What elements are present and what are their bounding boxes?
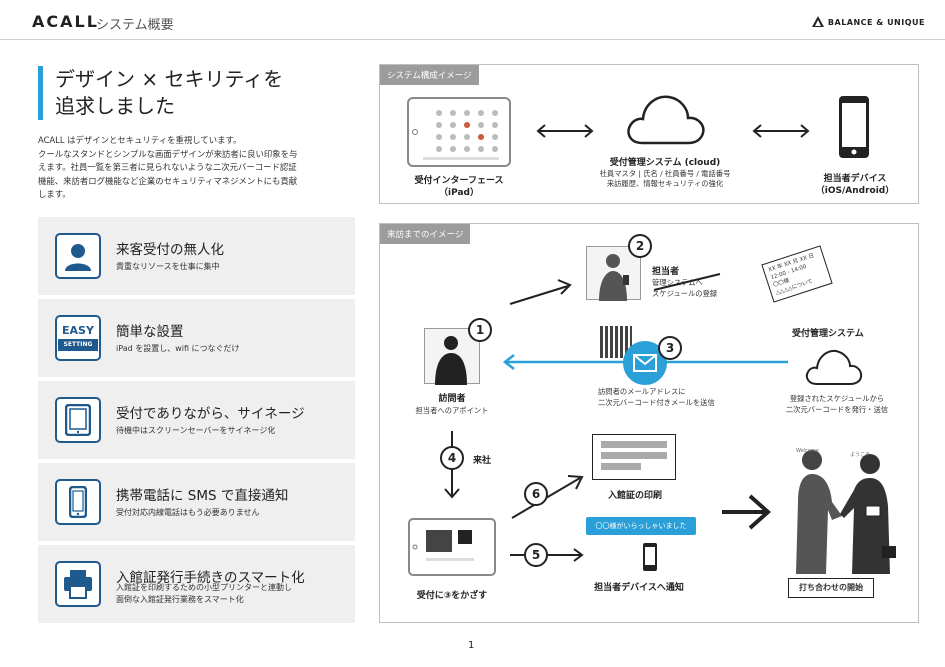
staff-title: 担当者: [652, 267, 680, 277]
ipad-screen-icon: [412, 110, 499, 160]
feature-pass-printing: 入館証発行手続きのスマート化 入館証を印刷するための小型プリンターと連動し 面倒…: [38, 545, 355, 623]
visit-flow-panel: 来訪までのイメージ 2 担当者 管理システムへ スケジュールの登録 XX 年 X…: [379, 223, 919, 623]
cloud-desc: 社員マスタ | 氏名 / 社員番号 / 電話番号: [599, 169, 731, 178]
visitor-title: 訪問者: [438, 394, 466, 404]
staff-person-icon: [599, 254, 629, 301]
feature-desc: 貴重なリソースを仕事に集中: [116, 262, 220, 271]
reception-ipad: [408, 518, 496, 576]
pass-printout: [592, 434, 676, 480]
printer-icon: [55, 561, 101, 607]
panel-tag: システム構成イメージ: [380, 65, 479, 85]
easy-setting-icon: EASY SETTING: [55, 315, 101, 361]
smartphone-icon: [55, 479, 101, 525]
intro-line: します。: [38, 189, 71, 199]
intro-text: ACALL はデザインとセキュリティを重視しています。 クールなスタンドとシンプ…: [38, 134, 356, 202]
handshake-people-icon: [796, 450, 896, 574]
feature-sms: 携帯電話に SMS で直接通知 受付対応内線電話はもう必要ありません: [38, 463, 355, 541]
brand-mark: BALANCE & UNIQUE: [811, 16, 925, 28]
mail-desc: 訪問者のメールアドレスに: [598, 387, 686, 396]
feature-title: 簡単な設置: [116, 324, 184, 340]
feature-title: 来客受付の無人化: [116, 242, 224, 258]
visitor-person-icon: [435, 336, 467, 385]
intro-line: クールなスタンドとシンプルな画面デザインが来訪者に良い印象を与: [38, 148, 298, 159]
intro-line: えます。社員一覧を第三者に見られないような二次元バーコード認証: [38, 162, 297, 172]
feature-desc: 入館証を印刷するための小型プリンターと連動し 面倒な入館証発行業務をスマート化: [116, 582, 292, 606]
arrow-line-icon: [509, 273, 721, 305]
double-arrow-icon: [536, 124, 594, 138]
arrow-line-icon: [511, 475, 584, 519]
feature-title: 携帯電話に SMS で直接通知: [116, 488, 289, 504]
pass-print-label: 入館証の印刷: [607, 491, 662, 501]
cloud-icon: [805, 349, 863, 385]
feature-easy-setup: EASY SETTING 簡単な設置 iPad を設置し、wifi につなぐだけ: [38, 299, 355, 377]
hero-heading: デザイン × セキリティを 追求しました: [38, 66, 283, 120]
visitor-desc: 担当者へのアポイント: [415, 406, 489, 415]
sign-text: ようこそ: [850, 452, 871, 458]
mail-desc: 二次元バーコード付きメールを送信: [598, 398, 715, 407]
staff-desc: 管理システムへ: [652, 278, 703, 287]
step-3-badge: 3: [658, 336, 682, 360]
step-4-badge: 4: [440, 446, 464, 470]
step-1-badge: 1: [468, 318, 492, 342]
panel-tag: 来訪までのイメージ: [380, 224, 471, 244]
system-desc: 登録されたスケジュールから: [789, 394, 885, 403]
arrive-label: 来社: [473, 456, 492, 466]
step-5-badge: 5: [524, 543, 548, 567]
setting-text: SETTING: [58, 339, 98, 351]
page-header: ACALL システム概要 BALANCE & UNIQUE: [0, 0, 945, 40]
balance-unique-icon: [811, 16, 824, 27]
cloud-icon: [627, 95, 705, 145]
hero-line-2: 追求しました: [55, 94, 175, 118]
header-title: システム概要: [96, 18, 174, 33]
big-right-arrow-icon: [722, 494, 772, 530]
device-label: 担当者デバイス: [823, 174, 887, 184]
tablet-icon: [55, 397, 101, 443]
feature-desc: 待機中はスクリーンセーバーをサイネージ化: [116, 426, 276, 435]
device-notify-label: 担当者デバイスへ通知: [594, 583, 684, 593]
intro-line: 機能、来訪者ログ機能など企業のセキュリティマネジメントにも貢献: [38, 175, 298, 186]
cloud-desc: 来訪履歴、情報セキュリティの強化: [606, 179, 724, 188]
feature-desc-line: 入館証を印刷するための小型プリンターと連動し: [116, 583, 292, 592]
smartphone-icon: [839, 96, 869, 158]
feature-title: 入館証発行手続きのスマート化: [116, 570, 305, 586]
ipad-screen-icon: [412, 530, 474, 561]
intro-line: ACALL はデザインとセキュリティを重視しています。: [38, 135, 242, 145]
cloud-title: 受付管理システム (cloud): [609, 158, 721, 168]
feature-desc: 受付対応内線電話はもう必要ありません: [116, 508, 260, 517]
person-icon: [55, 233, 101, 279]
easy-text: EASY: [62, 324, 94, 337]
ipad-label: 受付インターフェース: [414, 176, 504, 186]
hero-line-1: デザイン × セキリティを: [55, 67, 284, 91]
feature-desc-line: 面倒な入館証発行業務をスマート化: [116, 595, 244, 604]
brand-text: BALANCE & UNIQUE: [827, 17, 925, 27]
feature-title: 受付でありながら、サイネージ: [116, 406, 305, 422]
acall-logo: ACALL: [32, 12, 99, 31]
sign-text: Welcome: [796, 448, 819, 454]
system-desc: 二次元バーコードを発行・送信: [785, 405, 889, 414]
page-number: 1: [468, 640, 475, 651]
mail-icon: [623, 341, 667, 385]
smartphone-icon: [643, 543, 657, 571]
meeting-start-badge: 打ち合わせの開始: [788, 578, 874, 598]
feature-unmanned: 来客受付の無人化 貴重なリソースを仕事に集中: [38, 217, 355, 295]
ipad-label-sub: （iPad）: [439, 188, 479, 198]
device-label-sub: （iOS/Android）: [815, 186, 895, 196]
system-config-panel: システム構成イメージ 受付インターフェース （iPad） 受付管理システム (c…: [379, 64, 919, 204]
feature-desc: iPad を設置し、wifi につなぐだけ: [116, 344, 240, 353]
notification-bubble: 〇〇様がいらっしゃいました: [586, 517, 696, 535]
step-2-badge: 2: [628, 234, 652, 258]
system-title: 受付管理システム: [792, 329, 864, 339]
staff-desc: スケジュールの登録: [652, 289, 718, 298]
ipad-illustration: [407, 97, 511, 167]
step-6-badge: 6: [524, 482, 548, 506]
double-arrow-icon: [752, 124, 810, 138]
hold-label: 受付に③をかざす: [416, 591, 488, 601]
feature-signage: 受付でありながら、サイネージ 待機中はスクリーンセーバーをサイネージ化: [38, 381, 355, 459]
